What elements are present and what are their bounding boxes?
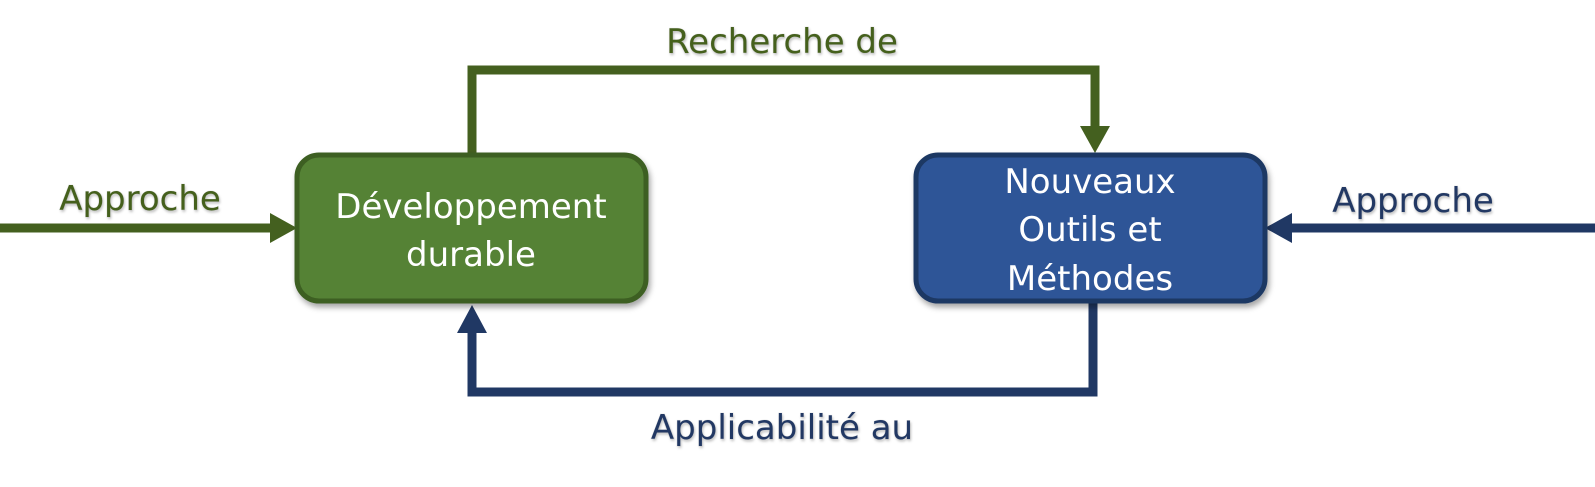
node-tools-line3: Méthodes xyxy=(1007,259,1173,299)
node-tools-box xyxy=(913,152,1268,304)
bottom-connector-line xyxy=(467,303,1098,397)
bottom-connector-arrowhead xyxy=(457,305,487,333)
node-tools-line2: Outils et xyxy=(1018,210,1161,250)
right-input-label: Approche xyxy=(1332,181,1494,221)
bottom-edge-label: Applicabilité au xyxy=(651,408,913,448)
left-input-arrowhead xyxy=(270,213,297,243)
left-input-label: Approche xyxy=(59,179,221,219)
node-new-tools-methods: Nouveaux Outils et Méthodes xyxy=(913,152,1268,304)
node-sustainable-development: Développement durable xyxy=(294,152,649,304)
top-edge-label: Recherche de xyxy=(666,22,898,62)
top-connector-arrowhead xyxy=(1080,126,1110,153)
node-tools-line1: Nouveaux xyxy=(1004,162,1175,202)
node-sustainable-box xyxy=(294,152,649,304)
top-connector-line xyxy=(467,65,1100,155)
node-sustainable-line2: durable xyxy=(406,235,536,275)
right-input-arrowhead xyxy=(1265,213,1292,243)
node-sustainable-line1: Développement xyxy=(335,187,606,227)
